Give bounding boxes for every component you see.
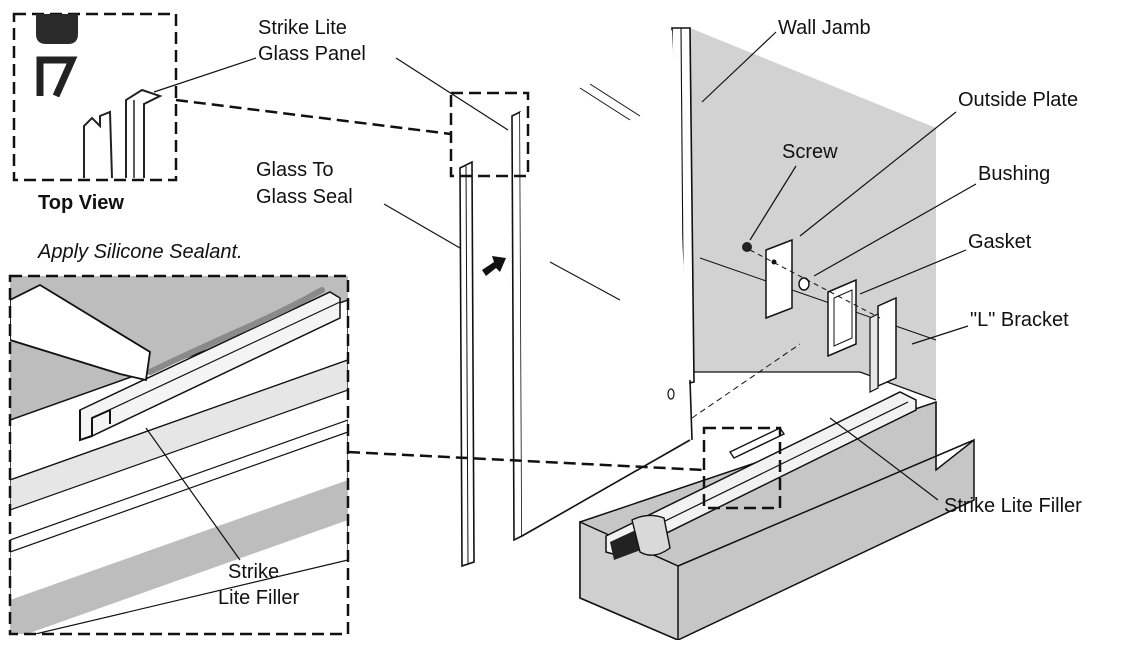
- sill-assembly: [579, 296, 975, 642]
- screw-part: [742, 242, 752, 252]
- top-view-label: Top View: [38, 192, 124, 214]
- leader-l-bracket: [911, 325, 969, 345]
- glare-mark-1: [579, 87, 631, 121]
- detail-sill-line: [10, 431, 348, 553]
- outside-plate-part: [765, 238, 793, 320]
- glass-seal-label-1: Glass To: [256, 159, 333, 181]
- apply-sealant-label: Apply Silicone Sealant.: [37, 241, 243, 263]
- hardware-axis-line: [749, 249, 881, 319]
- bushing-part: [798, 277, 810, 291]
- outside-plate-label: Outside Plate: [958, 89, 1078, 111]
- bushing-label: Bushing: [978, 163, 1050, 185]
- strike-lite-filler-label: Strike Lite Filler: [944, 495, 1082, 517]
- wall-jamb-label: Wall Jamb: [778, 17, 871, 39]
- leader-screw: [749, 165, 797, 241]
- sill-ref-line: [691, 343, 801, 419]
- detail-frame: [8, 274, 350, 636]
- leader-glass-panel: [395, 57, 509, 131]
- top-callout-box: [449, 91, 530, 178]
- sealant-detail-inset: Strike Lite Filler: [8, 274, 350, 636]
- top-callout-connector: [175, 98, 452, 136]
- detail-sill-shadow: [10, 480, 348, 634]
- detail-filler-end: [79, 408, 111, 442]
- silicone-bead: [147, 287, 325, 375]
- l-bracket-label: "L" Bracket: [970, 309, 1069, 331]
- caulk-nozzle-edge: [99, 321, 151, 353]
- glass-panels: [459, 30, 801, 568]
- leader-glass-panel-inset: [153, 57, 257, 93]
- sill-edge: [677, 439, 975, 567]
- detail-filler-groove: [91, 301, 341, 419]
- door-glass-fill: [520, 30, 692, 536]
- callouts: [175, 91, 782, 510]
- detail-filler-label-1: Strike: [228, 561, 279, 583]
- top-view-seal-shape: [83, 110, 113, 179]
- caulk-nozzle: [10, 283, 151, 382]
- glass-seal-label-2: Glass Seal: [256, 186, 353, 208]
- top-view-cap-shape: [36, 14, 78, 44]
- labels: Strike Lite Glass Panel Glass To Glass S…: [256, 17, 1082, 517]
- glare-mark-3: [549, 261, 621, 301]
- hardware-parts: [742, 238, 881, 358]
- door-glass-hole: [667, 388, 675, 400]
- leader-strike-lite-filler: [829, 417, 939, 501]
- l-bracket: [877, 296, 897, 388]
- detail-filler-label-2: Lite Filler: [218, 587, 299, 609]
- detail-upper-shade: [10, 276, 348, 420]
- top-view-frame: [12, 12, 178, 182]
- l-bracket-side: [869, 313, 879, 393]
- gasket-label: Gasket: [968, 231, 1032, 253]
- glass-panel-label-2: Glass Panel: [258, 43, 366, 65]
- glare-mark-2: [589, 83, 641, 117]
- detail-filler-leader: [145, 427, 241, 561]
- top-view-jamb-shape: [36, 56, 78, 98]
- leader-lines: [153, 31, 977, 501]
- leader-outside-plate: [799, 111, 957, 237]
- assembly-arrow: [482, 256, 506, 276]
- leader-glass-seal: [383, 203, 461, 249]
- door-glass-edge: [689, 379, 693, 441]
- tape-strap: [631, 514, 671, 556]
- glass-panel-label-1: Strike Lite: [258, 17, 347, 39]
- filler-piece: [728, 427, 786, 459]
- glass-seal-inner: [465, 165, 469, 565]
- gasket-inner: [833, 289, 853, 347]
- top-view-inset: Top View: [12, 12, 178, 214]
- sill-callout-box: [702, 426, 782, 510]
- screw-label: Screw: [782, 141, 838, 163]
- top-view-glass-edge: [125, 88, 163, 178]
- door-glass-bottom: [521, 439, 691, 537]
- sill-callout-connector: [347, 450, 705, 472]
- gasket-part: [827, 278, 857, 358]
- leader-gasket: [859, 249, 967, 295]
- detail-track-edge: [10, 359, 348, 511]
- leader-wall-jamb: [701, 31, 777, 103]
- leader-bushing: [813, 183, 977, 277]
